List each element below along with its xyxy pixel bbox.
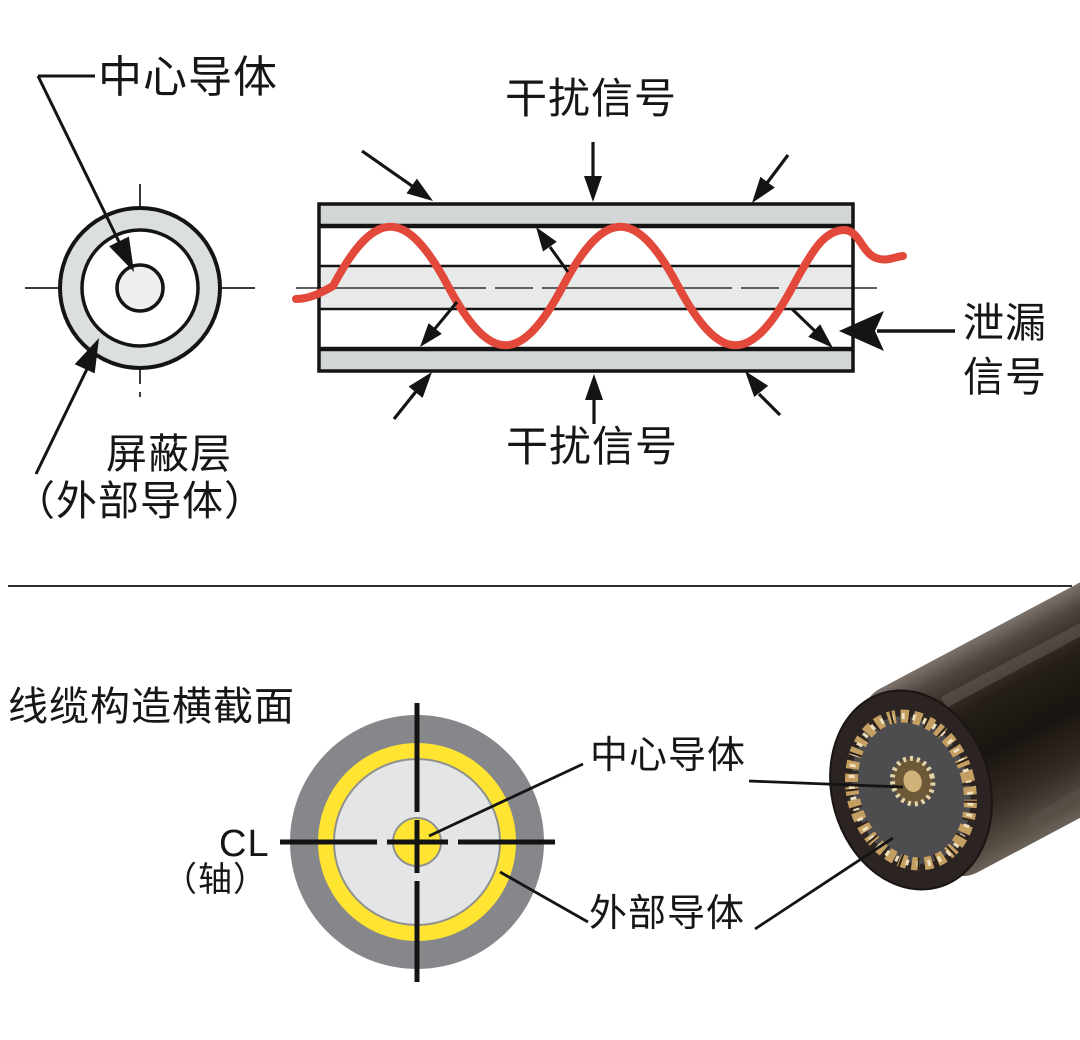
shield-band-bottom (319, 350, 853, 371)
label-shield-layer: 屏蔽层 (106, 431, 232, 477)
label-interference-top: 干扰信号 (505, 75, 678, 122)
center-conductor-arrow (36, 74, 134, 272)
cable-side-view (292, 202, 907, 373)
leader-ring-to-label (499, 870, 589, 924)
label-axis: （轴） (163, 861, 268, 899)
label-cl: CL (219, 823, 270, 865)
cable-cross-section-bottom (280, 703, 557, 982)
bottom-leader-lines (428, 762, 904, 931)
leader-center-to-label (428, 762, 584, 838)
label-outer-conductor: 外部导体 (589, 893, 746, 935)
shield-arrow (34, 338, 99, 475)
label-center-conductor-top: 中心导体 (98, 53, 278, 102)
cable-outline (317, 202, 855, 373)
cable-photo-face (829, 689, 993, 891)
label-leakage-signal: 泄漏 信号 (963, 300, 1047, 401)
label-interference-bottom: 干扰信号 (506, 423, 679, 470)
section-title-cross-section: 线缆构造横截面 (8, 685, 295, 729)
braid-shield-ring (845, 709, 977, 871)
shield-band-top (319, 204, 853, 225)
label-center-conductor-bottom: 中心导体 (590, 735, 747, 777)
signal-wave (292, 223, 907, 349)
leader-label-to-photo-center (748, 779, 904, 789)
interference-arrows (361, 142, 790, 424)
center-conductor-circle (115, 263, 165, 313)
coax-cross-section-top (25, 184, 255, 397)
cable-photo (829, 555, 1080, 891)
label-shield-outer-conductor: （外部导体） (14, 478, 266, 524)
leakage-arrows (420, 227, 833, 348)
leakage-leader-arrow (839, 311, 955, 351)
leader-label-to-photo-braid (754, 836, 894, 931)
